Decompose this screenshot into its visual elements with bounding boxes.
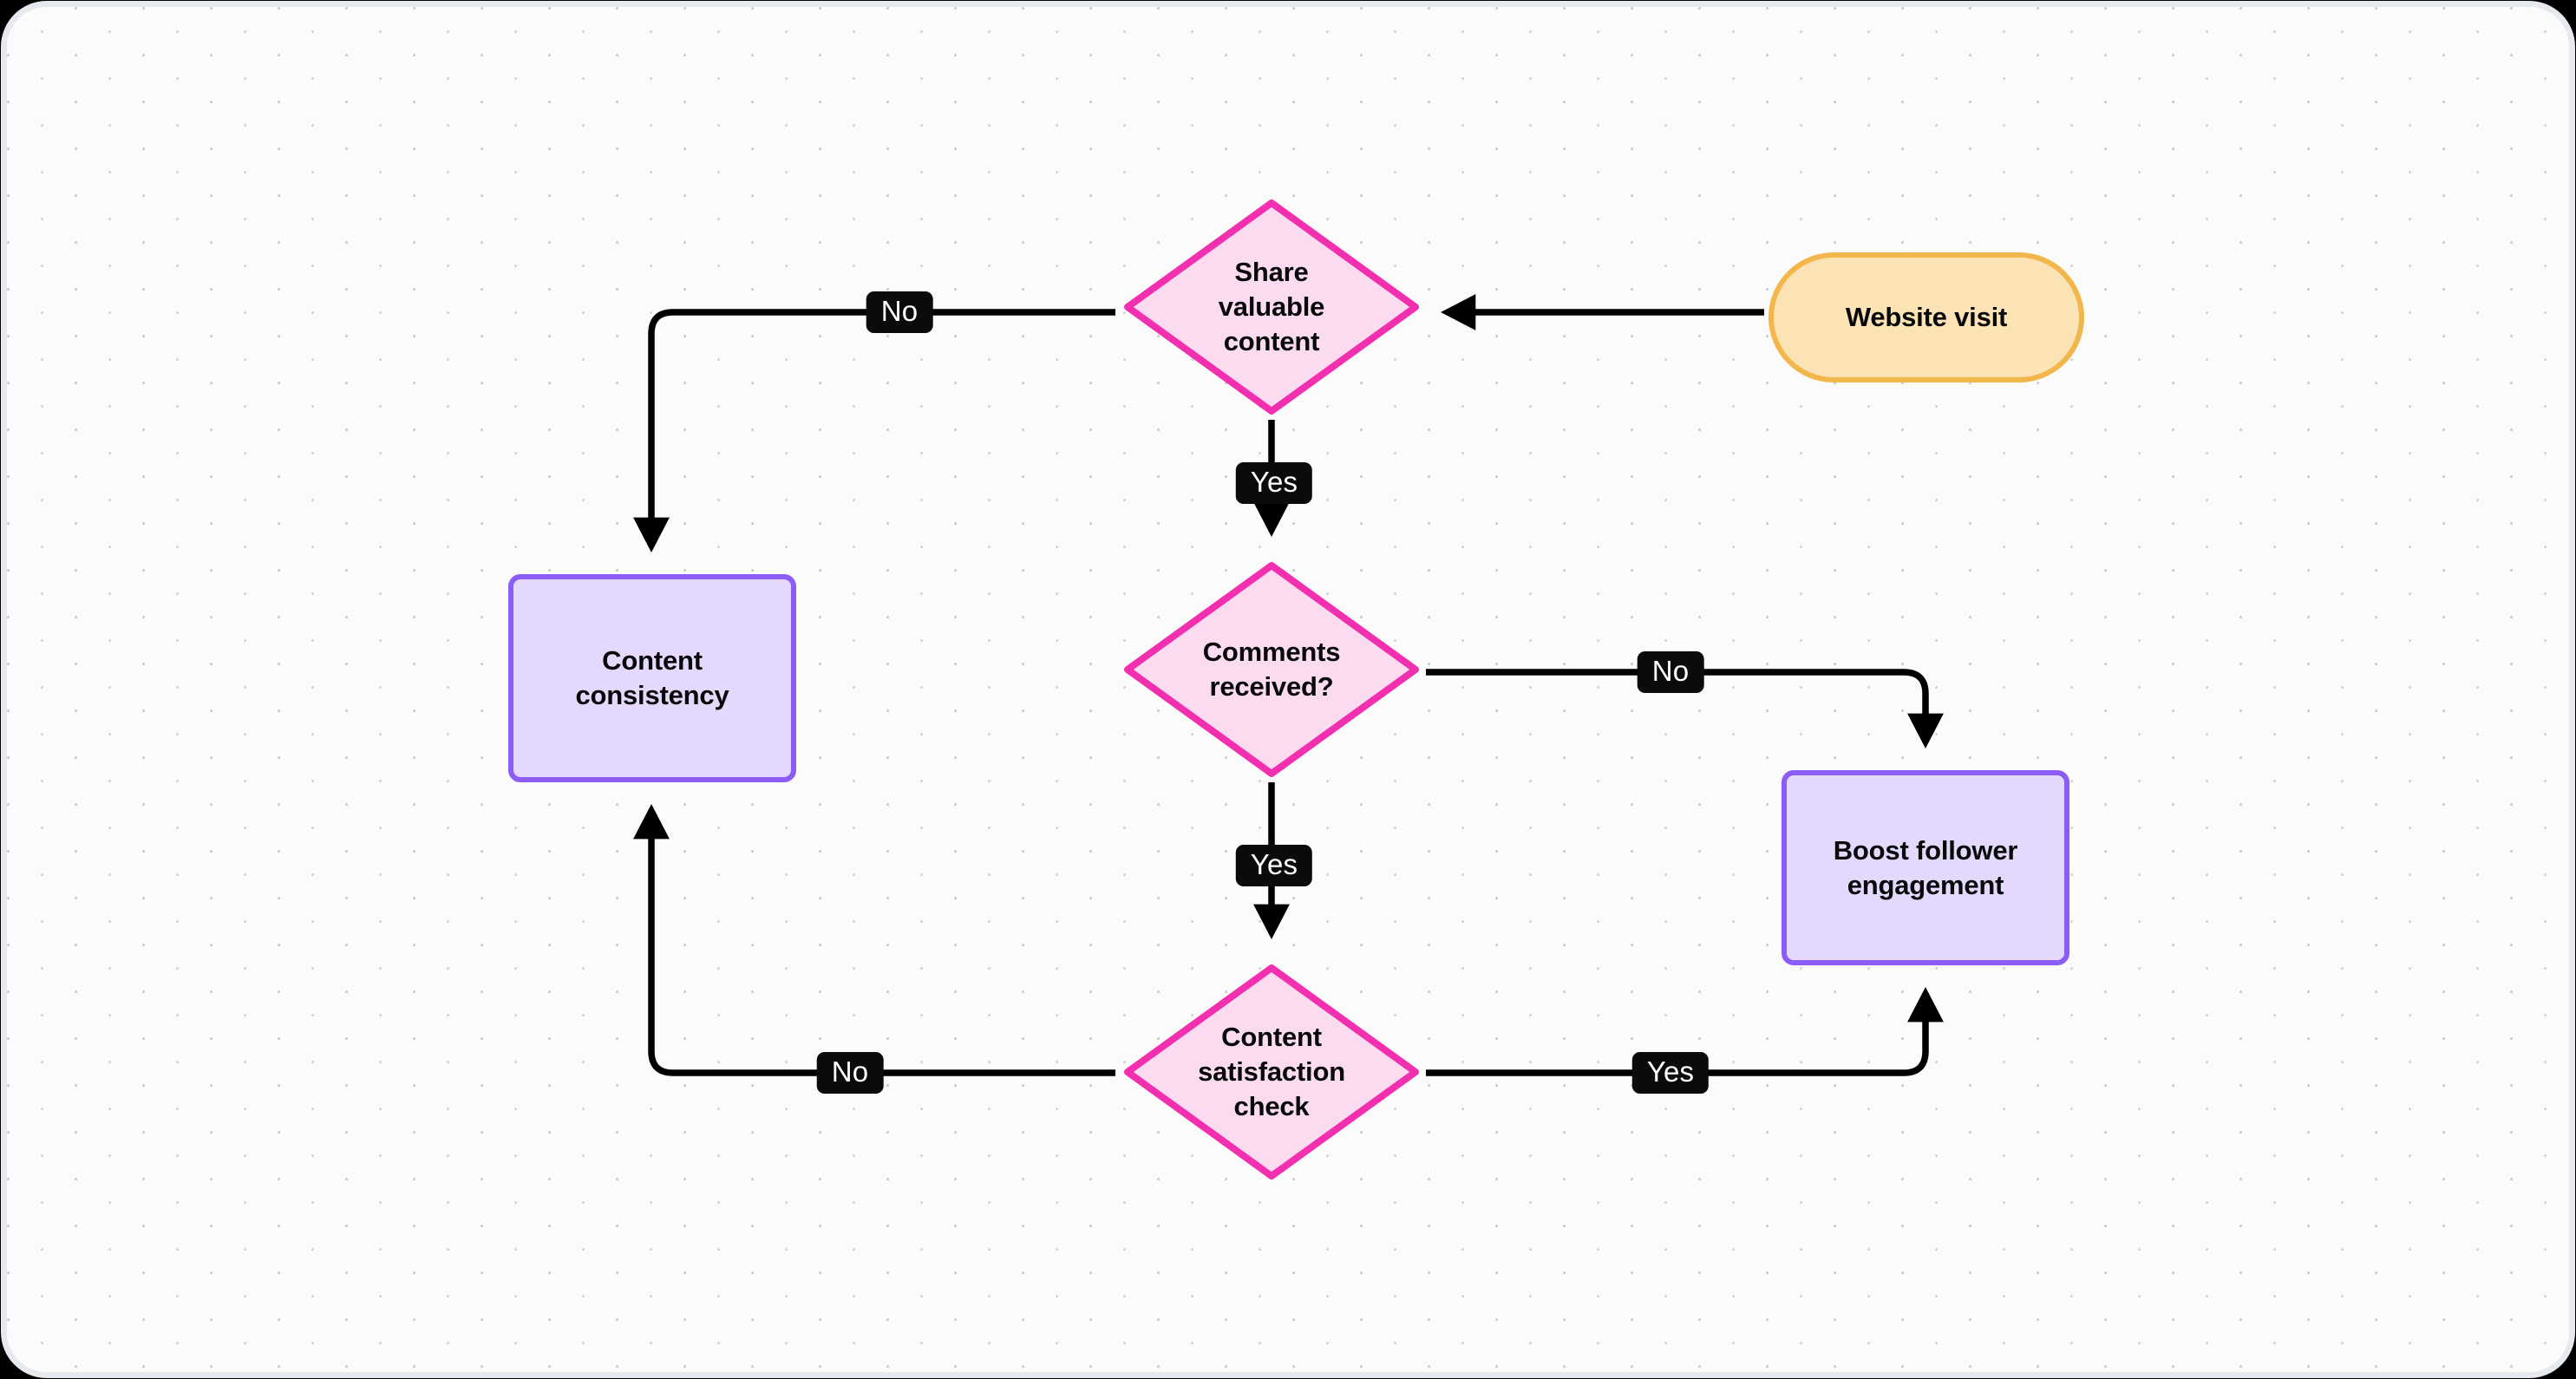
node-content-consistency[interactable]: Content consistency — [508, 574, 796, 782]
edge-label-comments-yes[interactable]: Yes — [1235, 845, 1313, 886]
node-label-website-visit: Website visit — [1845, 302, 2008, 333]
edge-comments-no-to-boost — [1426, 669, 1944, 748]
diamond-shape — [1124, 562, 1419, 777]
edge-label-satisfaction-no[interactable]: No — [816, 1052, 884, 1094]
edge-label-share-yes[interactable]: Yes — [1235, 462, 1313, 504]
node-label-comments-received: Comments received? — [1202, 637, 1341, 702]
node-label-content-satisfaction-check: Content satisfaction check — [1198, 1022, 1345, 1121]
node-label-content-consistency: Content consistency — [575, 645, 729, 710]
edge-label-satisfaction-yes[interactable]: Yes — [1631, 1052, 1710, 1094]
edge-layer — [633, 294, 1944, 1076]
edge-label-comments-no[interactable]: No — [1637, 651, 1704, 693]
edge-satisfaction-no-to-consistency — [633, 804, 1115, 1076]
diamond-shape — [1124, 964, 1419, 1180]
node-content-satisfaction-check[interactable]: Content satisfaction check — [1121, 961, 1422, 1183]
node-boost-follower-engagement[interactable]: Boost follower engagement — [1782, 770, 2069, 965]
node-website-visit[interactable]: Website visit — [1769, 252, 2084, 382]
flowchart-canvas[interactable]: Website visit Share valuable content Con… — [7, 7, 2569, 1372]
node-label-boost-follower-engagement: Boost follower engagement — [1833, 834, 2018, 900]
node-label-share-valuable-content: Share valuable content — [1218, 257, 1325, 356]
diamond-shape — [1124, 199, 1419, 415]
node-comments-received[interactable]: Comments received? — [1121, 559, 1422, 781]
edge-satisfaction-yes-to-boost — [1426, 987, 1944, 1076]
edge-share-no-to-consistency — [633, 309, 1115, 552]
node-share-valuable-content[interactable]: Share valuable content — [1121, 196, 1422, 418]
edge-label-share-no[interactable]: No — [866, 291, 933, 333]
